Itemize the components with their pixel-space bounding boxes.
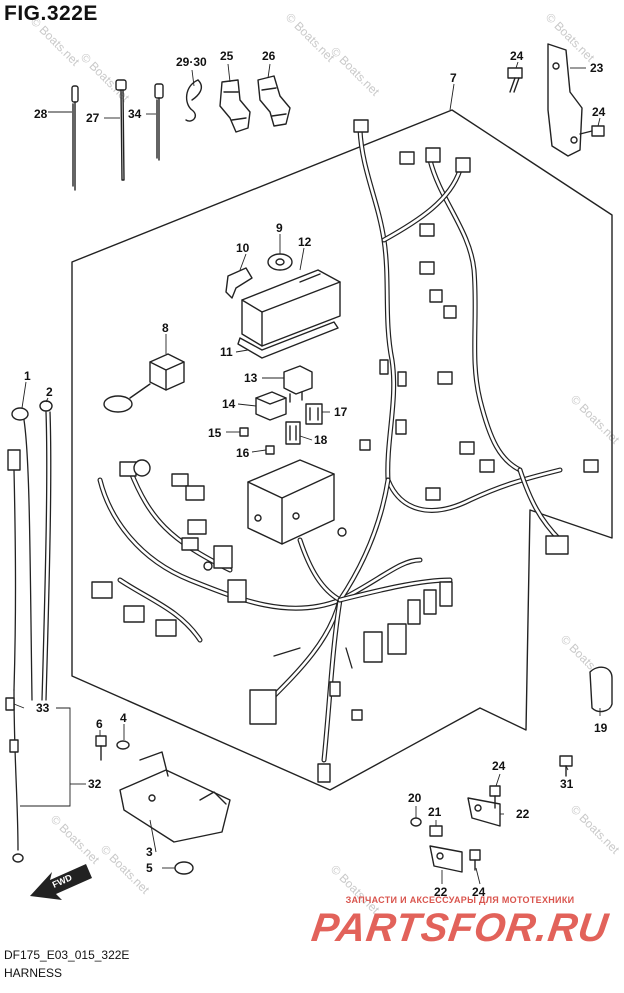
part-cable-tie-34 [154,83,164,161]
part-clamp-26 [257,75,291,127]
callout-27: 27 [86,111,100,125]
callout-20: 20 [408,791,422,805]
part-bracket-23 [547,43,583,157]
part-washer-4 [116,740,130,750]
part-fuse-17 [305,403,323,425]
part-clip-29-30 [185,79,202,122]
figure-code: DF175_E03_015_322E [4,948,130,962]
part-grommet-5 [174,861,194,875]
callout-26: 26 [262,49,276,63]
part-cable-1 [11,407,33,701]
callout-34: 34 [128,107,142,121]
part-clip-10 [225,267,253,299]
callout-29-30: 29·30 [176,55,207,69]
watermark-text: © Boats.net [48,812,103,867]
part-fuse-16 [265,445,275,455]
part-bolt-24-top [507,67,523,93]
callout-1: 1 [24,369,31,383]
part-relay-8 [103,353,185,413]
part-junction-box [247,459,335,545]
part-bolt-24-bottom [469,849,481,871]
callout-13: 13 [244,371,258,385]
part-washer-20 [410,817,422,827]
callout-33: 33 [36,701,50,715]
part-relay-13 [283,365,313,403]
callout-24-right: 24 [592,105,606,119]
callout-2: 2 [46,385,53,399]
part-clamp-25 [219,79,251,133]
promo-text: ЗАПЧАСТИ И АКСЕССУАРЫ ДЛЯ МОТОТЕХНИКИ [345,895,575,905]
part-bolt-6 [95,735,107,761]
fwd-arrow-icon: FWD [30,864,92,900]
callout-24-mid: 24 [492,759,506,773]
callout-23: 23 [590,61,604,75]
callout-15: 15 [208,426,222,440]
part-harness-7 [97,127,563,763]
callout-31: 31 [560,777,574,791]
callout-28: 28 [34,107,48,121]
callout-24-bottom: 24 [472,885,486,899]
callout-10: 10 [236,241,250,255]
watermark-text: © Boats.net [283,10,338,65]
part-gasket-11 [237,321,339,359]
callout-6: 6 [96,717,103,731]
part-fuse-15 [239,427,249,437]
callout-22-bottom: 22 [434,885,448,899]
callout-24-top: 24 [510,49,524,63]
callout-16: 16 [236,446,250,460]
part-grommet-19 [589,666,613,713]
callout-32: 32 [88,777,102,791]
callout-8: 8 [162,321,169,335]
harness-connectors [91,119,599,783]
watermark-text: © Boats.net [328,44,383,99]
part-bracket-22-bottom [429,845,463,873]
callout-14: 14 [222,397,236,411]
part-bolt-24-right [579,125,605,137]
part-relay-14 [255,391,287,421]
watermark-text: © Boats.net [568,802,623,857]
part-cable-2 [39,400,53,701]
watermark-text: © Boats.net [98,842,153,897]
part-grommet-9 [267,253,293,271]
callout-labels: 1 2 3 4 5 6 7 8 9 10 11 12 13 14 15 16 1… [24,49,608,899]
callout-22-right: 22 [516,807,530,821]
part-cable-tie-27 [115,79,127,181]
leader-lines [13,61,601,885]
callout-17: 17 [334,405,348,419]
callout-25: 25 [220,49,234,63]
part-bracket-3 [119,751,231,843]
callout-3: 3 [146,845,153,859]
figure-name: HARNESS [4,966,63,980]
callout-4: 4 [120,711,127,725]
callout-11: 11 [220,345,233,359]
part-cable-tie-28 [71,85,79,191]
watermark-text: © Boats.net [78,50,133,105]
brand-logo: PARTSFOR.RU [308,906,612,950]
part-fuse-box-12 [241,269,341,347]
callout-19: 19 [594,721,608,735]
assembly-frame [71,109,613,791]
watermark-text: © Boats.net [568,392,623,447]
callout-5: 5 [146,861,153,875]
part-nut-21 [429,825,443,837]
part-fuse-18 [285,421,301,445]
callout-18: 18 [314,433,328,447]
figure-title: FIG.322E [4,2,98,25]
part-bolt-24-mid [489,785,501,809]
callout-12: 12 [298,235,312,249]
part-bracket-22-top [467,797,501,827]
callout-7: 7 [450,71,457,85]
callout-21: 21 [428,805,442,819]
part-cable-32-33 [5,449,24,863]
callout-9: 9 [276,221,283,235]
